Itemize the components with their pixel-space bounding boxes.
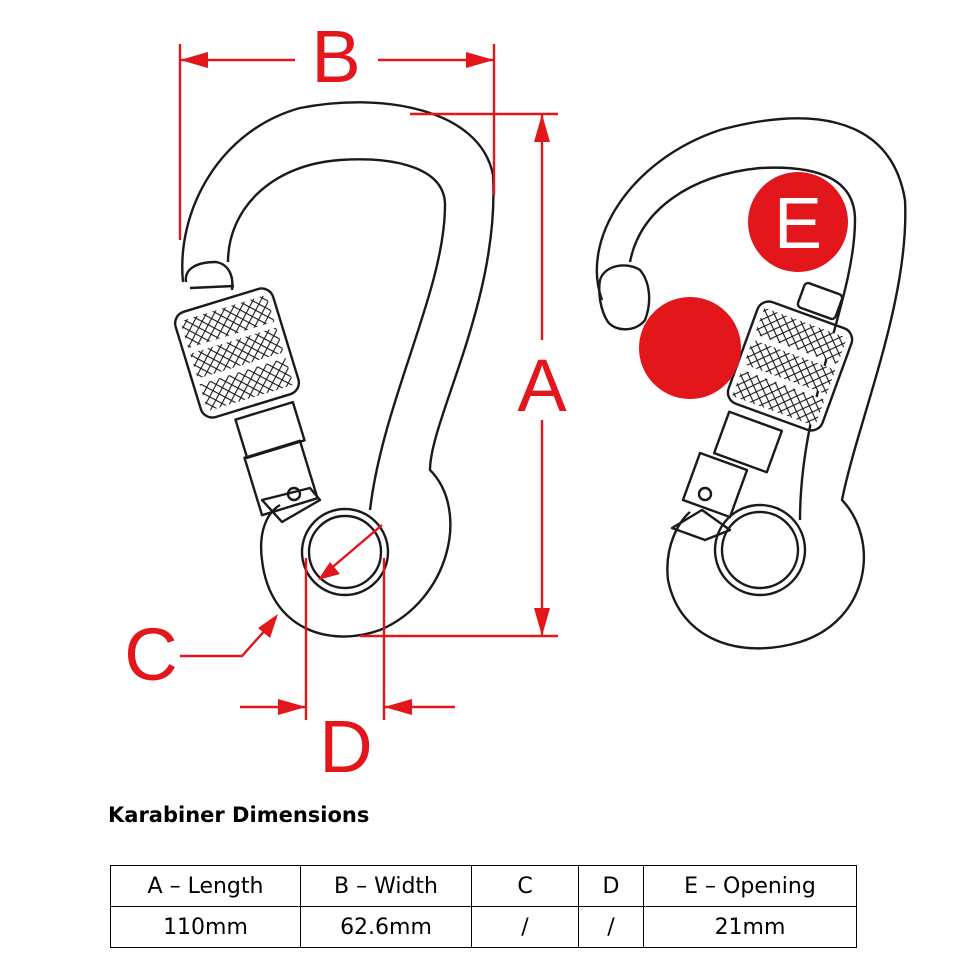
value-cell: 62.6mm [300,906,472,948]
arrowhead [318,562,340,580]
gate-hinge [260,486,322,524]
label-e: E [774,184,822,264]
value-cell: / [578,906,644,948]
arrowhead [278,699,306,715]
arrowhead [534,114,550,142]
table-title: Karabiner Dimensions [108,803,370,827]
open-eye-outer [713,503,807,597]
open-gate-pin [697,486,713,502]
open-body-outer [595,117,907,650]
label-b: B [311,15,360,98]
arrowhead [466,52,494,68]
opening-label-badge [748,172,848,272]
open-gate-hinge [670,508,732,542]
open-gate-body [712,410,784,474]
header-cell: A – Length [110,865,301,907]
open-gate-lower [681,451,749,519]
gate-sleeve [173,287,301,419]
dimensions-table: A – Length B – Width C D E – Opening 110… [110,865,857,948]
karabiner-open-view [595,117,907,650]
karabiner-diagram: B A C D E [124,15,907,788]
value-cell: / [471,906,579,948]
open-gate-tip [796,281,844,321]
karabiner-closed-view [173,101,495,638]
label-d: D [319,705,372,788]
gate-lower [243,439,319,517]
arrowhead [534,608,550,636]
label-c: C [124,613,177,696]
gate-tip [184,260,234,291]
karabiner-eye-outer [300,507,390,597]
arrowhead [384,699,412,715]
opening-marker-dot [639,297,741,399]
table-value-row: 110mm 62.6mm / / 21mm [110,906,857,948]
c-leader [180,617,277,658]
open-gate-sleeve [726,300,854,432]
dimension-arrowheads [180,52,550,715]
header-cell: E – Opening [643,865,857,907]
value-cell: 21mm [643,906,857,948]
arrowhead [258,614,278,638]
karabiner-body-outer [181,101,495,638]
header-cell: D [578,865,644,907]
arrowhead [180,52,208,68]
karabiner-eye-inner [307,514,383,590]
karabiner-body-inner [226,158,447,511]
value-cell: 110mm [110,906,301,948]
label-a: A [517,344,567,427]
gate-tip-band [189,284,235,290]
open-eye-inner [720,510,800,590]
header-cell: C [471,865,579,907]
header-cell: B – Width [300,865,472,907]
table-header-row: A – Length B – Width C D E – Opening [110,865,857,907]
open-nose [598,264,651,331]
